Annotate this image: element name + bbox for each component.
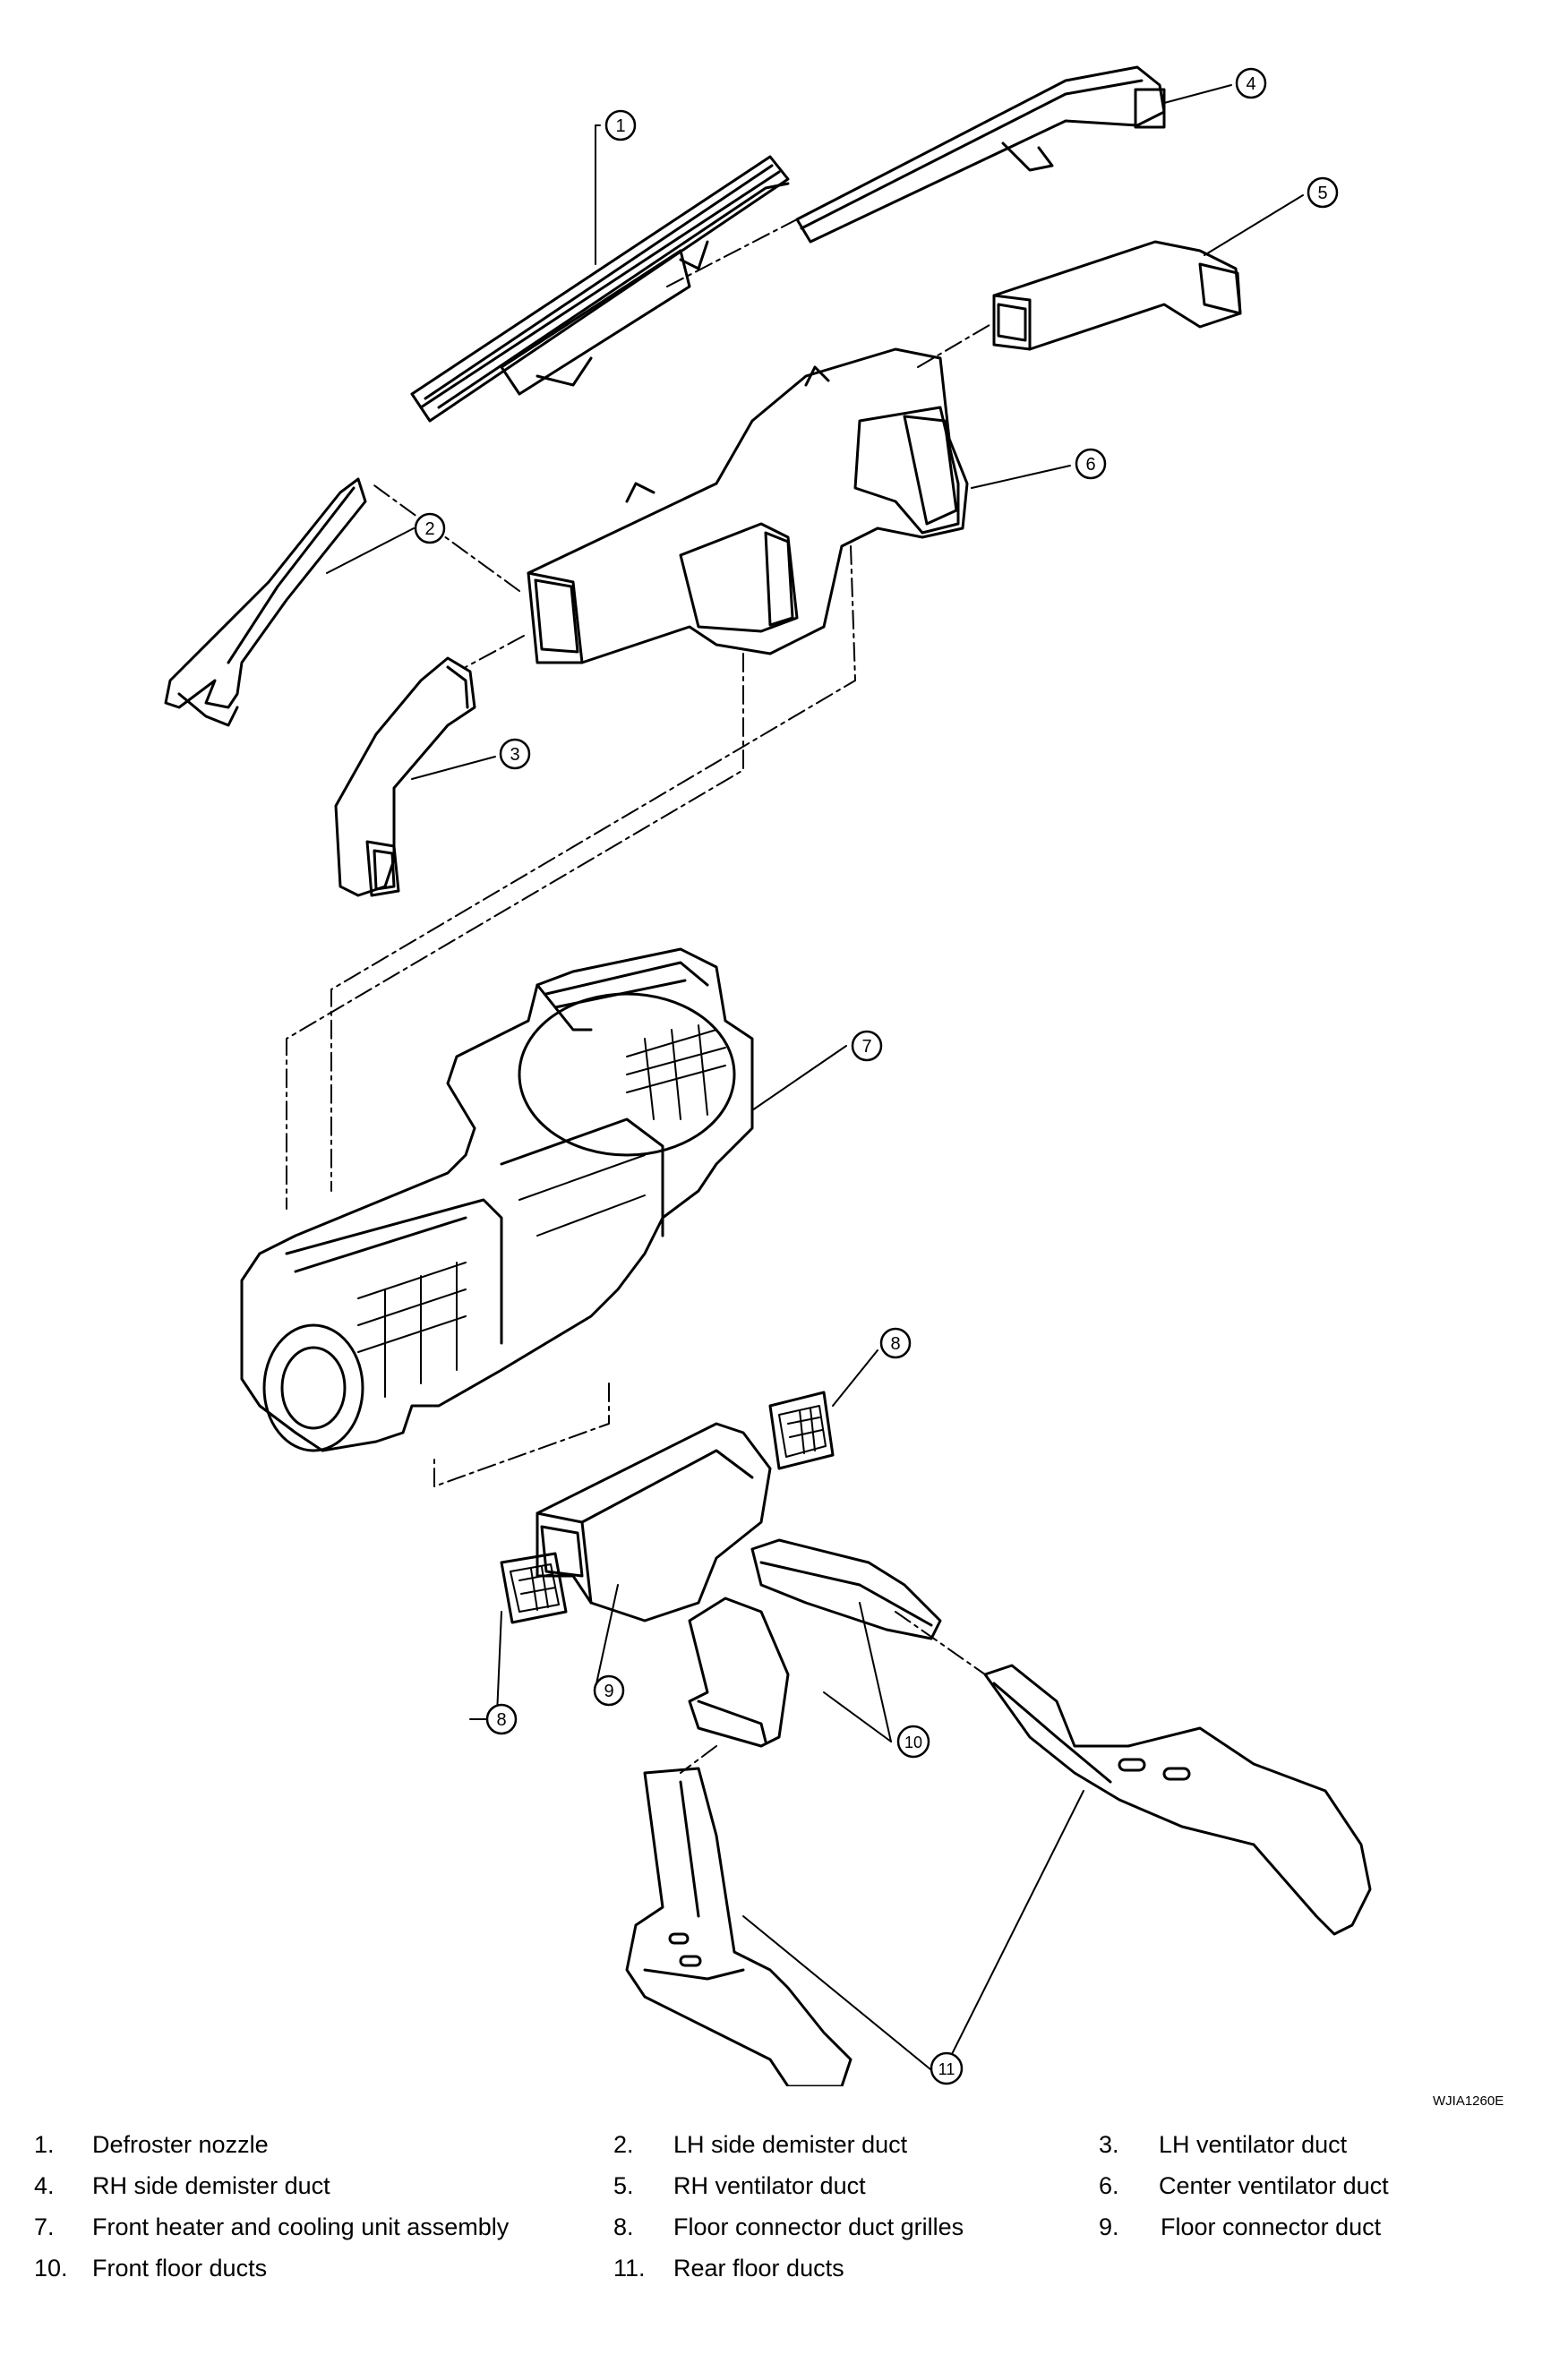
- lh-side-demister-duct-drawing: [164, 477, 367, 727]
- rear-floor-duct-right-drawing: [983, 1664, 1372, 1936]
- lh-ventilator-duct-drawing: [334, 656, 476, 897]
- callout-3: 3: [499, 738, 531, 770]
- floor-connector-duct-drawing: [536, 1422, 772, 1622]
- legend-text: Front floor ducts: [92, 2255, 268, 2282]
- front-floor-duct-right-drawing: [750, 1538, 942, 1640]
- callout-label: 9: [604, 1682, 613, 1701]
- rh-ventilator-duct-drawing: [992, 240, 1242, 351]
- center-ventilator-duct-drawing: [527, 347, 969, 664]
- legend-number: 7.: [34, 2213, 55, 2240]
- assembly-lines: [286, 218, 995, 1774]
- legend-text: Front heater and cooling unit assembly: [92, 2213, 510, 2240]
- heater-cooling-unit-drawing: [240, 947, 754, 1452]
- defroster-nozzle-drawing: [410, 155, 790, 423]
- legend-text: LH side demister duct: [673, 2131, 908, 2158]
- rh-side-demister-duct-drawing: [795, 65, 1166, 244]
- parts-legend: 1. Defroster nozzle 2. LH side demister …: [0, 2118, 1568, 2359]
- callout-label: 5: [1317, 184, 1327, 203]
- legend-number: 1.: [34, 2131, 55, 2158]
- legend-number: 2.: [613, 2131, 634, 2158]
- legend-text: Defroster nozzle: [92, 2131, 269, 2158]
- callout-2: 2: [414, 512, 446, 544]
- floor-connector-duct-grille-left-drawing: [500, 1552, 568, 1624]
- legend-text: Center ventilator duct: [1159, 2172, 1389, 2199]
- callout-group: 1 2 3 4 5 6 7 8: [414, 67, 1339, 1759]
- callout-10: 10: [896, 1725, 930, 1759]
- callout-label: 8: [890, 1334, 900, 1354]
- figure-code: WJIA1260E: [1433, 2093, 1504, 2109]
- legend-number: 9.: [1099, 2213, 1119, 2240]
- callout-6: 6: [1075, 448, 1107, 480]
- legend-text: Floor connector duct grilles: [673, 2213, 964, 2240]
- legend-number: 5.: [613, 2172, 634, 2199]
- callout-4: 4: [1235, 67, 1267, 99]
- callout-label: 10: [904, 1734, 922, 1751]
- callout-9: 9: [593, 1674, 625, 1707]
- legend-number: 4.: [34, 2172, 55, 2199]
- callout-5: 5: [1307, 176, 1339, 209]
- rear-floor-duct-left-drawing: [625, 1767, 853, 2086]
- legend-text: RH ventilator duct: [673, 2172, 866, 2199]
- callout-label: 11: [938, 2060, 955, 2078]
- legend-number: 6.: [1099, 2172, 1119, 2199]
- callout-8-lower: 8: [485, 1703, 518, 1735]
- legend-text: Rear floor ducts: [673, 2255, 844, 2282]
- legend-text: RH side demister duct: [92, 2172, 330, 2199]
- callout-label: 8: [496, 1710, 506, 1730]
- callout-label: 4: [1246, 74, 1255, 94]
- legend-number: 3.: [1099, 2131, 1119, 2158]
- callout-label: 7: [861, 1037, 871, 1057]
- legend-text: LH ventilator duct: [1159, 2131, 1348, 2158]
- callout-label: 6: [1085, 455, 1095, 475]
- front-floor-duct-left-drawing: [688, 1597, 790, 1748]
- floor-connector-duct-grille-right-drawing: [768, 1391, 835, 1470]
- callout-label: 1: [615, 116, 625, 136]
- callout-label: 3: [510, 745, 519, 765]
- leader-lines: [326, 84, 1304, 2078]
- legend-number: 8.: [613, 2213, 634, 2240]
- callout-1: 1: [604, 109, 637, 141]
- legend-number: 10.: [34, 2255, 68, 2282]
- exploded-parts-diagram: 1 2 3 4 5 6 7 8: [164, 65, 1372, 2086]
- legend-text: Floor connector duct: [1161, 2213, 1382, 2240]
- callout-7: 7: [851, 1030, 883, 1062]
- callout-11-visible: 11: [930, 2051, 964, 2085]
- callout-8-upper: 8: [879, 1327, 912, 1359]
- callout-label: 2: [424, 519, 434, 539]
- legend-number: 11.: [613, 2255, 646, 2282]
